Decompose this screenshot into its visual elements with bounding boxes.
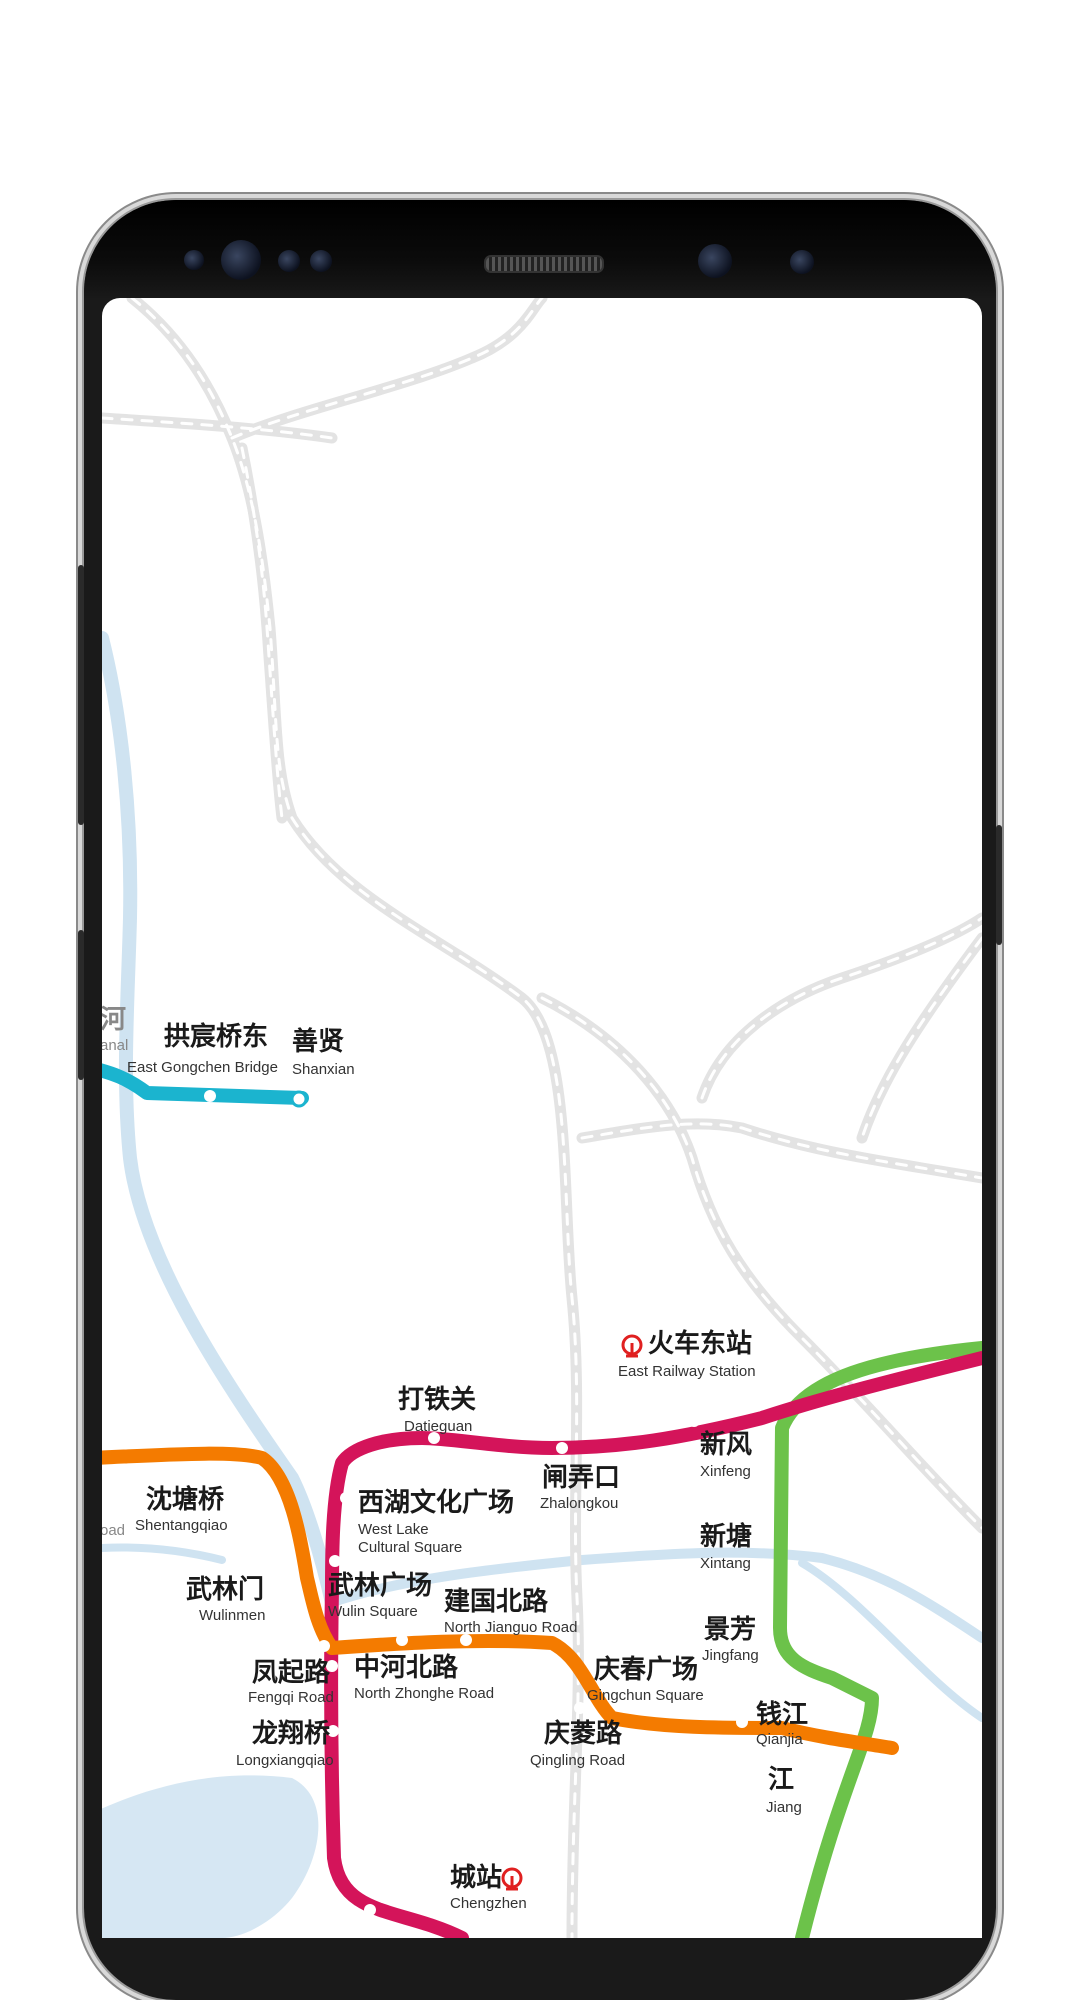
station-dot-chengzhan xyxy=(364,1904,376,1916)
station-name-en: Shanxian xyxy=(292,1061,355,1078)
station-dot-wulinmen xyxy=(261,1580,273,1592)
station-name-en: West Lake xyxy=(358,1521,429,1538)
station-labels: 河 anal 拱宸桥东 East Gongchen Bridge 善贤 Shan… xyxy=(102,1005,808,1912)
iris-scanner-icon xyxy=(221,240,261,280)
station-name-en: East Railway Station xyxy=(618,1363,756,1380)
railway-layer xyxy=(102,298,982,1938)
station-name-cn: 西湖文化广场 xyxy=(358,1487,514,1518)
station-name-cn: 城站 xyxy=(450,1863,502,1893)
station-name-en: North Jianguo Road xyxy=(444,1619,577,1636)
station-name-en: Jingfang xyxy=(702,1647,759,1664)
station-dot-datieguan xyxy=(428,1432,440,1444)
station-name-cn: 新风 xyxy=(700,1429,752,1460)
line1-red xyxy=(324,1351,982,1938)
station-dot-qingchun-a xyxy=(574,1702,586,1714)
station-dot-fengqi xyxy=(318,1640,330,1652)
station-dots xyxy=(204,1090,762,1916)
station-name-en: Gingchun Square xyxy=(587,1687,704,1704)
station-dot-xihu xyxy=(340,1492,352,1504)
station-name-cn: 景芳 xyxy=(704,1615,756,1645)
station-name-cn: 凤起路 xyxy=(252,1657,331,1688)
station-name-cn: 武林门 xyxy=(186,1575,264,1605)
railway-station-icon xyxy=(621,1334,643,1358)
line4-green xyxy=(773,1341,982,1938)
sensor-icon xyxy=(184,250,204,270)
station-name-en: Wulin Square xyxy=(328,1603,418,1620)
railway-station-icon xyxy=(501,1867,523,1891)
station-dot-longxiangqiao xyxy=(327,1725,339,1737)
sensor-icon xyxy=(310,250,332,272)
station-name-cn: 河 xyxy=(102,1005,126,1035)
station-name-en: Xinfeng xyxy=(700,1463,751,1480)
station-name-en: Fengqi Road xyxy=(248,1689,334,1706)
station-name-cn: 建国北路 xyxy=(444,1586,549,1617)
station-name-cn: 打铁关 xyxy=(398,1384,476,1415)
station-name-en: Chengzhen xyxy=(450,1895,527,1912)
station-dot-xinfeng xyxy=(688,1415,700,1427)
line2-orange xyxy=(102,1446,899,1755)
front-sensor-icon xyxy=(790,250,814,274)
station-name-en: oad xyxy=(102,1522,125,1539)
station-name-cn: 中河北路 xyxy=(354,1652,459,1683)
station-name-en: Jiang xyxy=(766,1799,802,1816)
volume-button xyxy=(78,565,84,825)
station-name-cn: 龙翔桥 xyxy=(252,1719,331,1749)
station-dot-qianjiang xyxy=(736,1716,748,1728)
station-dot-jiang xyxy=(750,1824,762,1836)
station-name-en: Qianjia xyxy=(756,1731,803,1748)
station-name-cn: 善贤 xyxy=(292,1026,344,1057)
station-name-en: Shentangqiao xyxy=(135,1517,228,1534)
bixby-button xyxy=(78,930,84,1080)
metro-map-screen[interactable]: 河 anal 拱宸桥东 East Gongchen Bridge 善贤 Shan… xyxy=(102,298,982,1938)
metro-lines xyxy=(102,1063,982,1938)
station-name-cn: 武林广场 xyxy=(328,1571,432,1601)
metro-map[interactable]: 河 anal 拱宸桥东 East Gongchen Bridge 善贤 Shan… xyxy=(102,298,982,1938)
station-name-en: Zhalongkou xyxy=(540,1495,618,1512)
station-name-cn: 庆春广场 xyxy=(594,1654,698,1685)
front-camera-icon xyxy=(698,244,732,278)
station-dot-qingchun-b xyxy=(668,1702,680,1714)
station-dot-shanxian xyxy=(290,1090,308,1108)
station-name-cn: 庆菱路 xyxy=(544,1718,623,1749)
station-name-en: North Zhonghe Road xyxy=(354,1685,494,1702)
station-name-en: Cultural Square xyxy=(358,1539,462,1556)
line5-cyan xyxy=(102,1063,309,1105)
station-name-en: Wulinmen xyxy=(199,1607,265,1624)
river-layer xyxy=(102,631,982,1938)
phone-top-bezel xyxy=(84,200,996,300)
station-name-en: Datieguan xyxy=(404,1418,472,1435)
station-name-cn: 新塘 xyxy=(700,1521,752,1552)
station-dot-jianguo-a xyxy=(396,1634,408,1646)
station-dot-huochedong xyxy=(732,1384,744,1396)
station-dot-gongchen xyxy=(204,1090,216,1102)
sensor-icon xyxy=(278,250,300,272)
power-button xyxy=(996,825,1002,945)
station-dot-shentangqiao xyxy=(218,1482,230,1494)
earpiece-speaker xyxy=(484,255,604,273)
station-name-en: Xintang xyxy=(700,1555,751,1572)
station-dot-jingfang xyxy=(686,1628,698,1640)
station-dot-xintang xyxy=(684,1525,696,1537)
station-dot-zhonghe xyxy=(326,1660,338,1672)
station-name-en: Qingling Road xyxy=(530,1752,625,1769)
station-name-cn: 钱江 xyxy=(756,1700,808,1730)
station-name-cn: 拱宸桥东 xyxy=(164,1021,268,1052)
station-name-cn: 火车东站 xyxy=(648,1328,752,1359)
station-name-en: East Gongchen Bridge xyxy=(127,1059,278,1076)
station-dot-jianguo-b xyxy=(460,1634,472,1646)
station-name-cn: 闸弄口 xyxy=(542,1463,620,1493)
station-name-cn: 沈塘桥 xyxy=(146,1484,225,1515)
station-dot-wulin xyxy=(329,1555,341,1567)
station-name-cn: 江 xyxy=(768,1765,794,1795)
station-dot-zhalongkou xyxy=(556,1442,568,1454)
station-name-en: anal xyxy=(102,1037,128,1054)
station-name-en: Longxiangqiao xyxy=(236,1752,334,1769)
